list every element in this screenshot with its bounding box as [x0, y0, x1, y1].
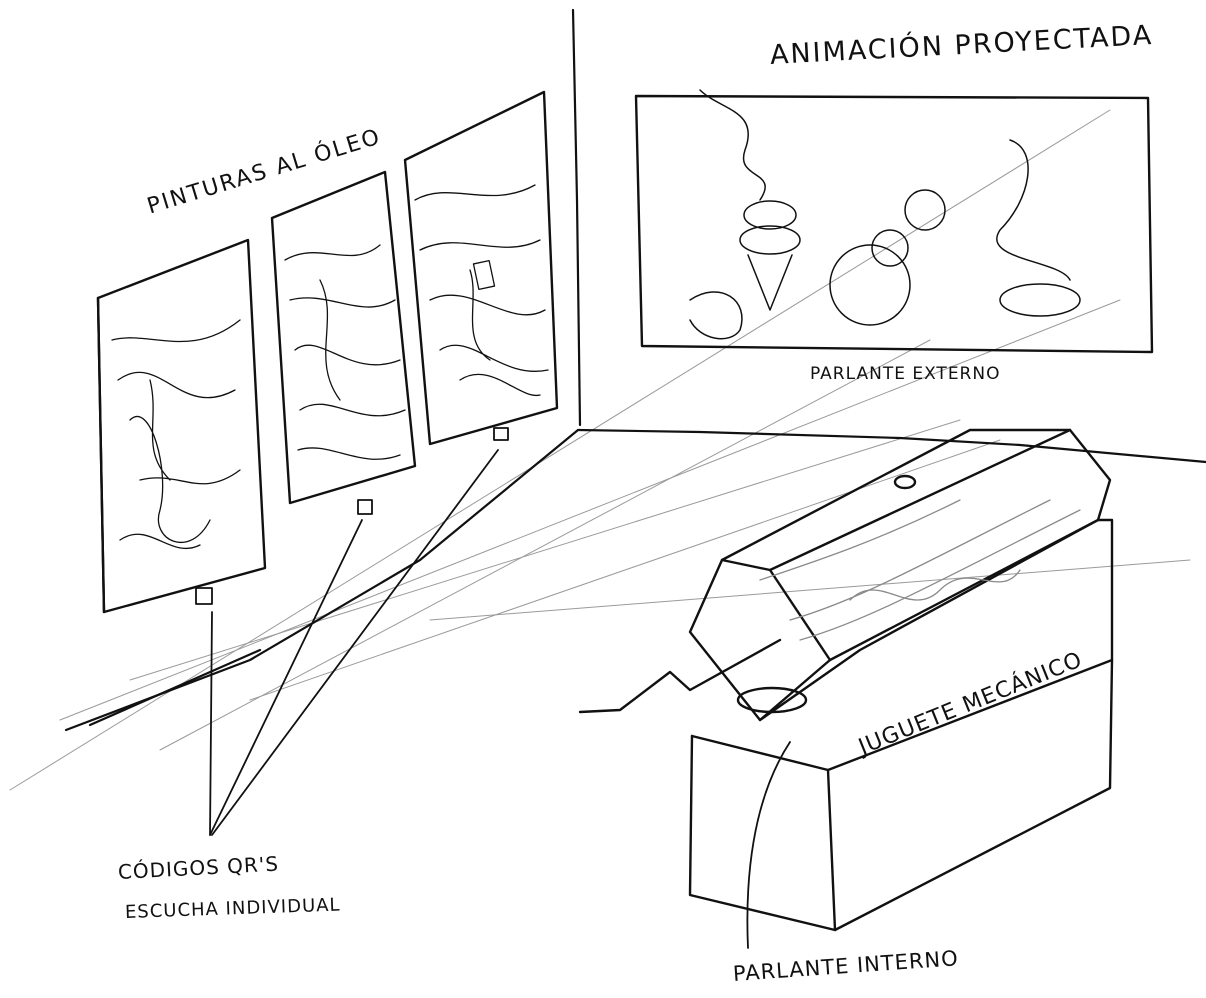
- qr-code-icon: [494, 428, 508, 440]
- qr-pointer-lines: [210, 450, 498, 835]
- external-speaker-label: PARLANTE EXTERNO: [810, 364, 1000, 384]
- qr-code-icon: [358, 500, 372, 514]
- qr-code-markers: [196, 428, 508, 604]
- oil-paintings: [98, 92, 557, 612]
- projected-animation-screen: [636, 96, 1152, 352]
- toy-crank: [580, 640, 780, 712]
- qr-code-icon: [196, 588, 212, 604]
- toy-inner-lines: [760, 500, 1080, 640]
- painting-3-frame: [405, 92, 557, 444]
- painting-scribbles: [112, 185, 548, 548]
- animation-scribbles: [690, 90, 1080, 339]
- painting-1-frame: [98, 240, 265, 612]
